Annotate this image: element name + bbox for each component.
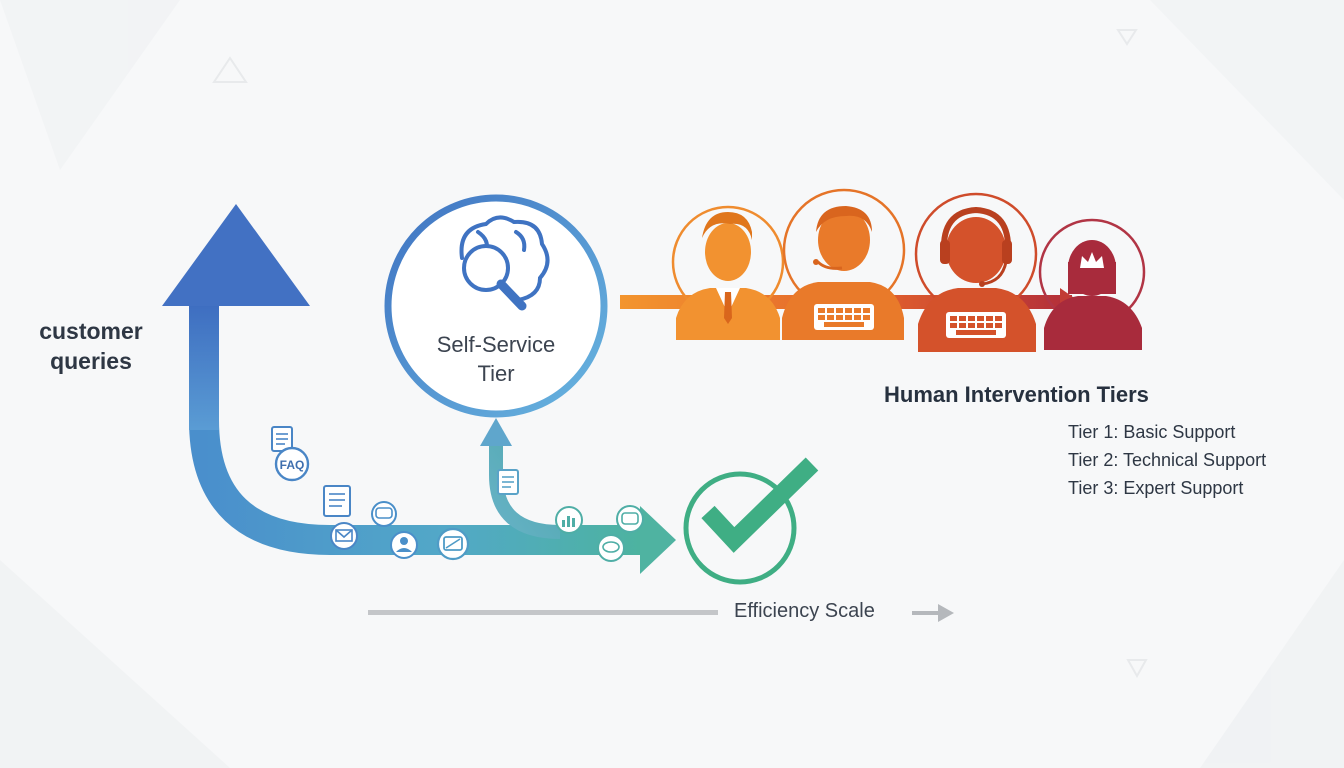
self-service-line-2: Tier: [477, 361, 515, 386]
human-intervention-tiers-title: Human Intervention Tiers: [884, 382, 1149, 407]
message-icon: [436, 527, 470, 561]
faq-icon: [616, 505, 644, 533]
upward-arrowhead: [162, 204, 310, 306]
expert-tier: [1038, 218, 1146, 350]
resolved-checkmark: [683, 457, 819, 585]
self-service-label: Self-Service Tier: [410, 330, 582, 388]
flow-icons: FAQ: [271, 426, 644, 562]
customer-queries-line-1: customer: [39, 318, 143, 344]
tier-2-agent: [782, 188, 906, 340]
efficiency-scale: [368, 604, 954, 622]
customer-queries-flow-arrow: [162, 204, 676, 574]
flow-arrowhead: [640, 506, 676, 574]
chat-bubble-icon: [597, 534, 625, 562]
faq-badge-text: FAQ: [280, 458, 305, 472]
headset-keyboard-agent-icon: [782, 206, 904, 340]
crowned-expert-icon: [1044, 240, 1142, 350]
chart-icon: [555, 506, 583, 534]
document-icon: [323, 485, 351, 517]
efficiency-scale-label: Efficiency Scale: [734, 600, 875, 622]
document-icon: [271, 426, 293, 452]
self-service-return-arrow: [480, 418, 561, 539]
chat-icon: [371, 501, 397, 527]
tier-1-businessman: [671, 205, 785, 340]
tier-list-item: Tier 1: Basic Support: [1068, 422, 1236, 442]
brain-magnifier-icon: [459, 215, 550, 311]
mail-icon: [330, 522, 358, 550]
tier-list-item: Tier 2: Technical Support: [1068, 450, 1267, 470]
checkmark-icon: [701, 457, 819, 553]
tier-list: Tier 1: Basic Support Tier 2: Technical …: [1068, 418, 1266, 502]
customer-queries-line-2: queries: [50, 348, 132, 374]
user-icon: [390, 531, 418, 559]
faq-icon: FAQ: [274, 446, 310, 482]
document-icon: [497, 469, 519, 495]
self-service-line-1: Self-Service: [436, 332, 556, 357]
tier-3-agent: [914, 192, 1038, 352]
headset-agent-keyboard-icon: [918, 206, 1036, 352]
tier-list-item: Tier 3: Expert Support: [1068, 478, 1244, 498]
self-service-tier-node: [384, 194, 608, 418]
businessman-icon: [676, 212, 780, 340]
customer-queries-label: customer queries: [16, 316, 166, 376]
